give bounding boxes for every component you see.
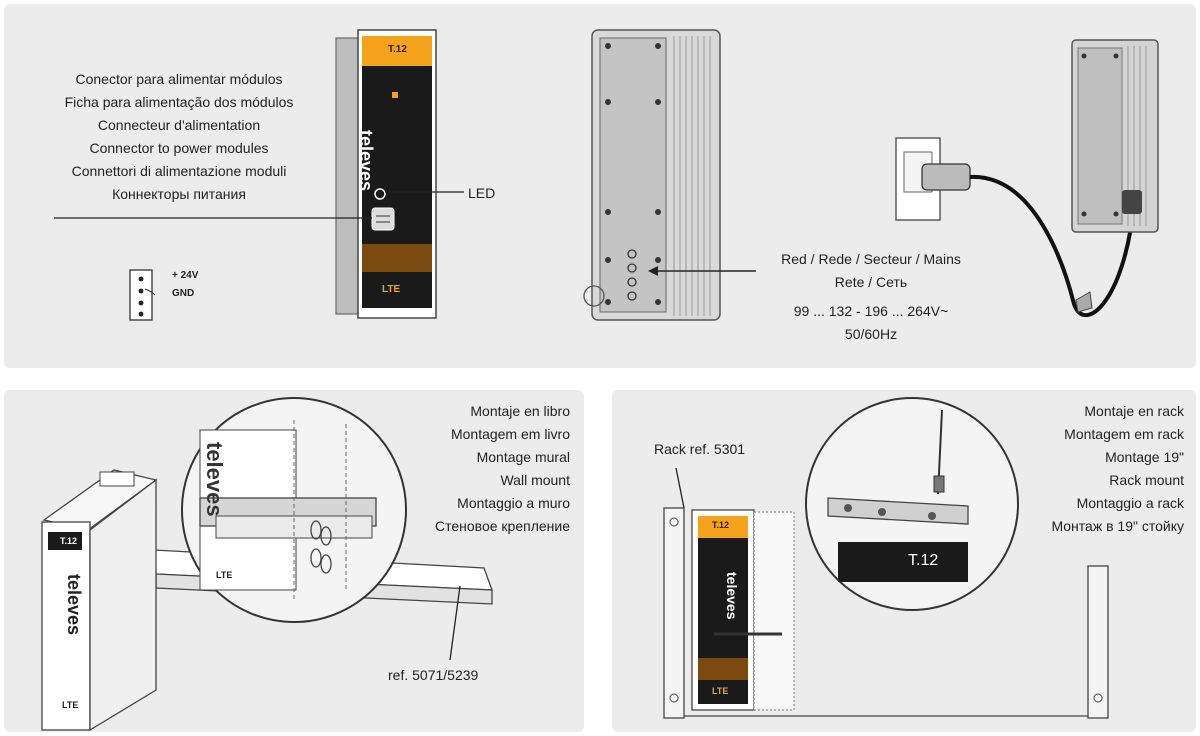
module-side bbox=[583, 29, 721, 321]
rack-module-model: T.12 bbox=[712, 520, 730, 530]
rack-label-it: Montaggio a rack bbox=[1076, 495, 1184, 511]
rack-label-en: Rack mount bbox=[1109, 472, 1184, 488]
rack-mount-labels: Montaje en rack Montagem em rack Montage… bbox=[962, 400, 1184, 538]
wall-socket-icon bbox=[895, 137, 971, 221]
pin-gnd-label: GND bbox=[172, 288, 195, 299]
rack-label-fr: Montage 19" bbox=[1105, 449, 1184, 465]
rack-mount-diagram bbox=[663, 397, 1109, 719]
wall-mount-labels: Montaje en libro Montagem em livro Monta… bbox=[344, 400, 570, 538]
rack-module-lte: LTE bbox=[712, 686, 729, 696]
terminal-block-icon bbox=[129, 269, 156, 321]
rack-label-ru: Монтаж в 19" стойку bbox=[1051, 518, 1184, 534]
wall-label-fr: Montage mural bbox=[476, 449, 570, 465]
rack-module bbox=[691, 509, 795, 711]
led-label: LED bbox=[468, 185, 496, 201]
rack-frame bbox=[663, 507, 1109, 719]
zoom-model: T.12 bbox=[908, 552, 939, 569]
power-connector-icon bbox=[371, 207, 395, 231]
mains-line2: Rete / Сеть bbox=[834, 274, 908, 290]
wall-mount-panel: televes T.12 televes LTE LTE Montaje en … bbox=[4, 390, 584, 732]
mains-frequency: 50/60Hz bbox=[844, 326, 898, 342]
rack-ref-label: Rack ref. 5301 bbox=[654, 441, 746, 457]
module-side-small bbox=[1071, 39, 1159, 233]
rack-label-es: Montaje en rack bbox=[1084, 403, 1184, 419]
mains-voltage: 99 ... 132 - 196 ... 264V~ bbox=[793, 303, 949, 319]
plug-icon bbox=[921, 163, 971, 191]
module-brand: televes bbox=[356, 130, 376, 192]
rack-mount-panel: T.12 televes T.12 LTE Rack ref. 5301 Mon… bbox=[612, 390, 1196, 732]
mains-line1: Red / Rede / Secteur / Mains bbox=[781, 251, 961, 267]
wall-module-model: T.12 bbox=[60, 536, 78, 546]
power-connector-labels: Conector para alimentar módulos Ficha pa… bbox=[24, 68, 334, 206]
wall-mount-diagram bbox=[41, 397, 493, 732]
wall-label-en: Wall mount bbox=[500, 472, 570, 488]
wall-label-pt: Montagem em livro bbox=[450, 426, 570, 442]
arrow-left-icon bbox=[648, 266, 658, 276]
label-pt: Ficha para alimentação dos módulos bbox=[64, 94, 294, 110]
power-diagram bbox=[54, 29, 1159, 321]
module-lte: LTE bbox=[382, 284, 401, 295]
label-ru: Коннекторы питания bbox=[112, 186, 246, 202]
mains-labels: Red / Rede / Secteur / Mains Rete / Сеть… bbox=[756, 248, 986, 346]
wall-label-ru: Стеновое крепление bbox=[435, 518, 570, 534]
label-it: Connettori di alimentazione moduli bbox=[71, 163, 287, 179]
wall-module bbox=[41, 469, 158, 732]
module-front bbox=[335, 29, 437, 319]
din-rail-ref: ref. 5071/5239 bbox=[388, 667, 479, 683]
wall-module-brand: televes bbox=[64, 574, 84, 636]
module-model: T.12 bbox=[388, 44, 407, 55]
zoom-brand: televes bbox=[202, 442, 227, 517]
rack-label-pt: Montagem em rack bbox=[1064, 426, 1184, 442]
power-panel: Conector para alimentar módulos Ficha pa… bbox=[4, 4, 1196, 368]
wall-label-es: Montaje en libro bbox=[470, 403, 570, 419]
wall-label-it: Montaggio a muro bbox=[457, 495, 570, 511]
mains-socket-icon bbox=[627, 249, 637, 259]
label-fr: Connecteur d'alimentation bbox=[97, 117, 261, 133]
zoom-lte: LTE bbox=[216, 570, 233, 580]
wall-module-lte: LTE bbox=[62, 700, 79, 710]
led-icon bbox=[374, 188, 386, 200]
rack-module-brand: televes bbox=[724, 572, 740, 620]
pin-24v-label: + 24V bbox=[172, 270, 199, 281]
label-en: Connector to power modules bbox=[89, 140, 269, 156]
label-es: Conector para alimentar módulos bbox=[75, 71, 283, 87]
